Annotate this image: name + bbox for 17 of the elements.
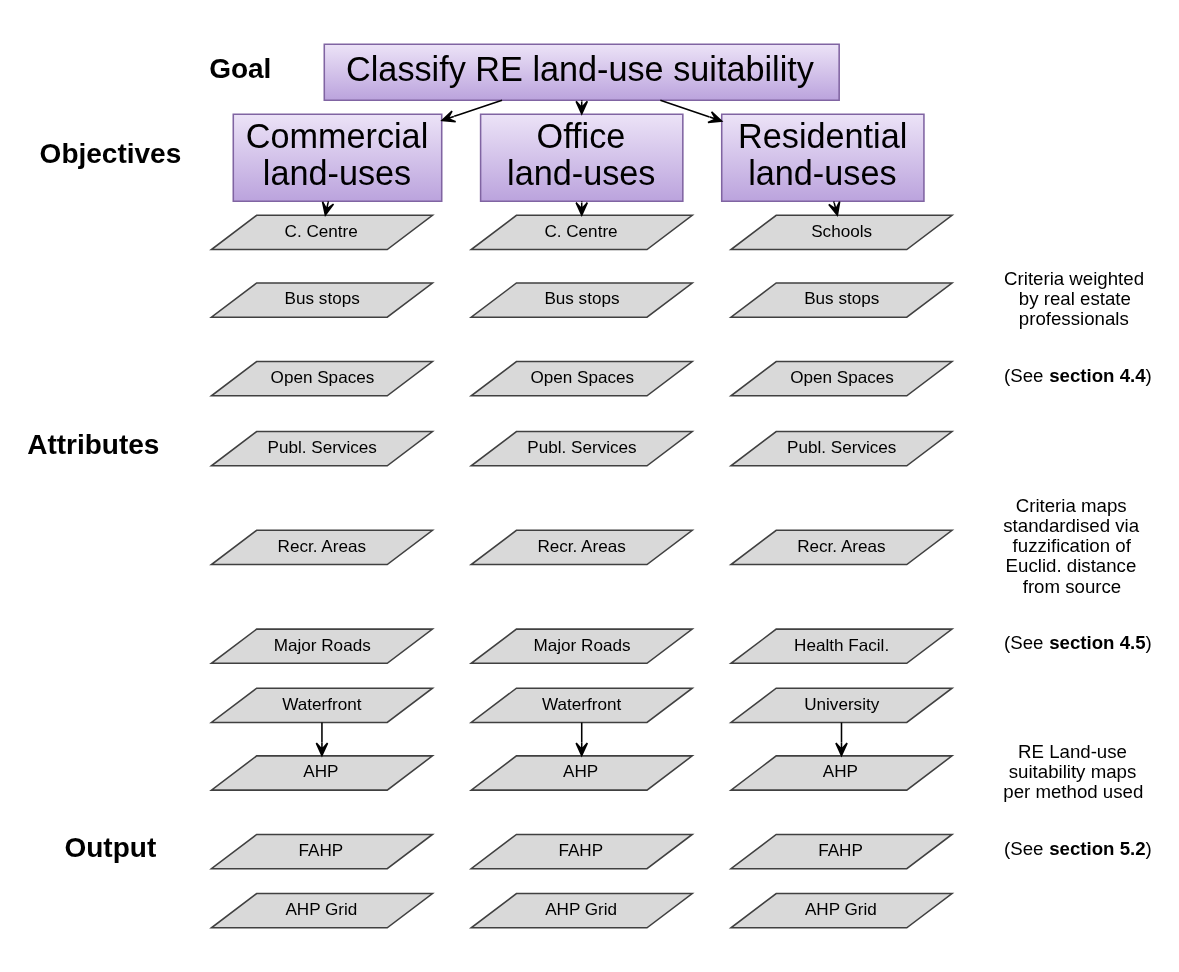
arrow (575, 721, 589, 757)
label: Objectives (39, 138, 182, 170)
label: Goal (209, 52, 272, 84)
label: Attributes (27, 428, 160, 460)
arrow (575, 99, 589, 115)
label: Criteria weighted by real estate professionals (1004, 267, 1145, 330)
label: (See section 4.5) (1004, 632, 1152, 654)
arrow (575, 200, 589, 216)
label: (See section 5.2) (1004, 837, 1152, 859)
arrow (315, 721, 329, 757)
arrow (828, 200, 841, 216)
label: RE Land-use suitability maps per method used (1003, 740, 1144, 803)
label: Output (64, 831, 157, 863)
label: Criteria maps standardised via fuzzification of Euclid. distance from source (1003, 494, 1140, 597)
label: (See section 4.4) (1004, 364, 1152, 386)
arrow (835, 721, 848, 757)
arrow (321, 200, 335, 216)
